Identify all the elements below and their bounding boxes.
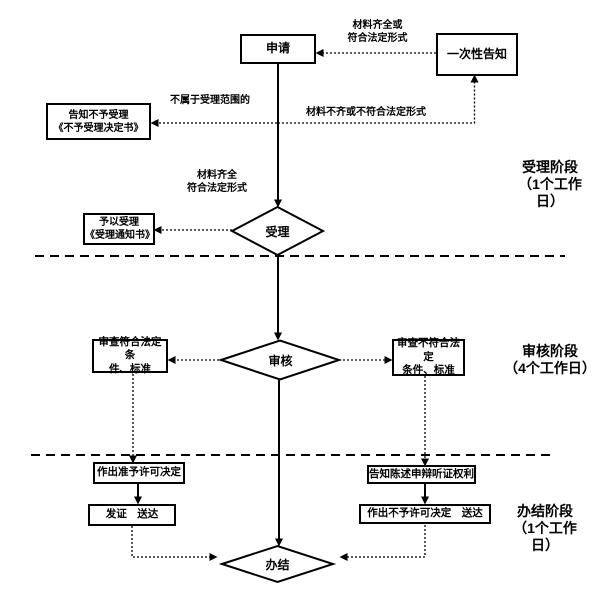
review-fail-box: 审查不符合法定 条件、标准 — [392, 337, 465, 376]
issue-deliver-box: 发证 送达 — [88, 504, 176, 526]
review-diamond-label: 审核 — [268, 353, 293, 368]
inform-rights-box: 告知陈述申辩听证权利 — [367, 465, 476, 484]
edge-deny-to-close — [339, 525, 426, 561]
edge-label-complete-or-legal: 材料齐全或 符合法定形式 — [330, 20, 425, 45]
grant-decision-box: 作出准予许可决定 — [93, 462, 185, 484]
edge-label-not-in-scope: 不属于受理范围的 — [166, 95, 254, 108]
reject-notice-box: 告知不予受理 《不予受理决定书》 — [46, 103, 151, 140]
review-pass-box: 审查符合法定条 件、标准 — [92, 336, 168, 375]
close-diamond-shape — [218, 544, 337, 584]
apply-box: 申请 — [240, 34, 316, 64]
close-diamond-label: 办结 — [265, 557, 290, 572]
review-diamond-shape — [217, 339, 343, 381]
edge-label-complete-legal: 材料齐全 符合法定形式 — [184, 170, 250, 195]
diamonds — [217, 205, 343, 584]
deny-deliver-box: 作出不予许可决定 送达 — [359, 504, 491, 524]
edge-line-to-notice — [278, 74, 479, 124]
one-time-notice-box: 一次性告知 — [436, 33, 518, 76]
edge-issue-to-close — [131, 526, 218, 561]
accept-notice-box: 予以受理 《受理通知书》 — [83, 213, 155, 245]
stage-label-review: 审核阶段 （4个工作日） — [504, 343, 596, 377]
stage-label-acceptance: 受理阶段 （1个工作 日） — [518, 159, 582, 210]
accept-diamond-shape — [229, 205, 326, 257]
solid-connectors — [134, 64, 429, 547]
stage-label-conclusion: 办结阶段 （1个工作 日） — [513, 503, 577, 554]
accept-diamond-label: 受理 — [265, 224, 290, 239]
edge-label-incomplete-or-illegal: 材料不齐或不符合法定形式 — [305, 107, 427, 120]
dotted-connectors — [129, 49, 479, 561]
